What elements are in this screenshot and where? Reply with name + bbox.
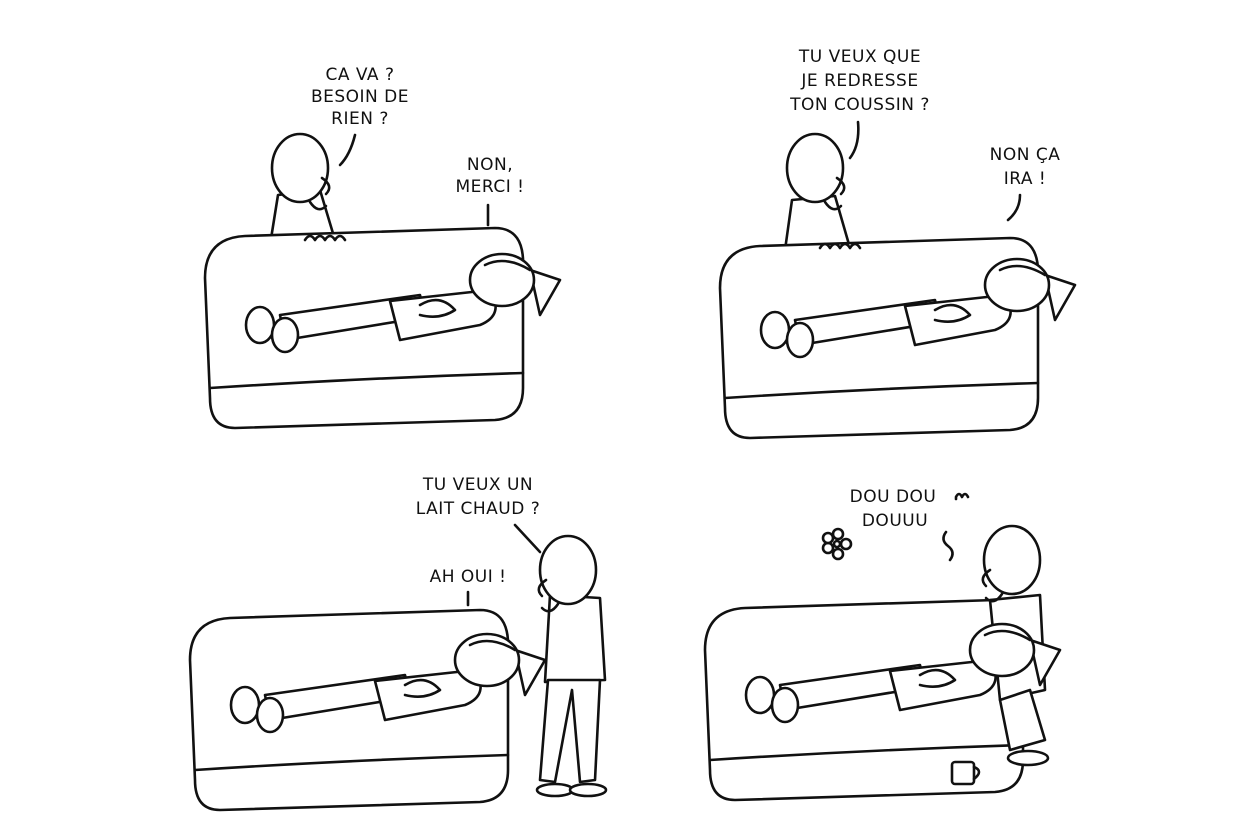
speech-line: AH OUI ! xyxy=(430,567,507,587)
speech-man: CA VA ? BESOIN DE RIEN ? xyxy=(311,65,409,167)
speech-line: MERCI ! xyxy=(456,177,525,197)
speech-man: TU VEUX QUE JE REDRESSE TON COUSSIN ? xyxy=(789,47,930,160)
speech-line: DOU DOU xyxy=(850,487,937,507)
speech-tail xyxy=(513,523,542,554)
speech-tail xyxy=(848,120,860,160)
speech-line: LAIT CHAUD ? xyxy=(416,499,541,519)
speech-lying: AH OUI ! xyxy=(430,567,507,607)
speech-line: CA VA ? xyxy=(325,65,394,85)
hands-on-sofa xyxy=(303,234,347,242)
speech-tail xyxy=(1006,193,1022,222)
speech-lying: NON, MERCI ! xyxy=(456,155,525,227)
speech-tail xyxy=(942,530,954,562)
speech-line: TU VEUX UN xyxy=(422,475,533,495)
hands-on-sofa xyxy=(818,242,862,250)
mug xyxy=(950,760,981,786)
speech-man: TU VEUX UN LAIT CHAUD ? xyxy=(416,475,542,554)
flower-icon xyxy=(821,527,853,561)
speech-lying: NON ÇA IRA ! xyxy=(990,145,1061,222)
speech-line: NON ÇA xyxy=(990,145,1061,165)
speech-tail xyxy=(338,133,357,167)
speech-line: NON, xyxy=(467,155,513,175)
speech-line: TU VEUX QUE xyxy=(798,47,921,67)
standing-man xyxy=(535,534,608,798)
speech-line: TON COUSSIN ? xyxy=(789,95,930,115)
speech-line: DOUUU xyxy=(862,511,928,531)
speech-line: JE REDRESSE xyxy=(800,71,918,91)
panel-2: TU VEUX QUE JE REDRESSE TON COUSSIN ? NO… xyxy=(718,47,1077,440)
panel-4: DOU DOU DOUUU xyxy=(703,487,1062,802)
man-body xyxy=(783,194,852,252)
panel-1: CA VA ? BESOIN DE RIEN ? NON, MERCI ! xyxy=(203,65,562,430)
music-note-icon xyxy=(954,492,970,501)
speech-line: BESOIN DE xyxy=(311,87,409,107)
speech-man-singing: DOU DOU DOUUU xyxy=(850,487,970,562)
panel-3: TU VEUX UN LAIT CHAUD ? AH OUI ! xyxy=(188,475,608,812)
speech-line: RIEN ? xyxy=(331,109,389,129)
speech-line: IRA ! xyxy=(1004,169,1047,189)
